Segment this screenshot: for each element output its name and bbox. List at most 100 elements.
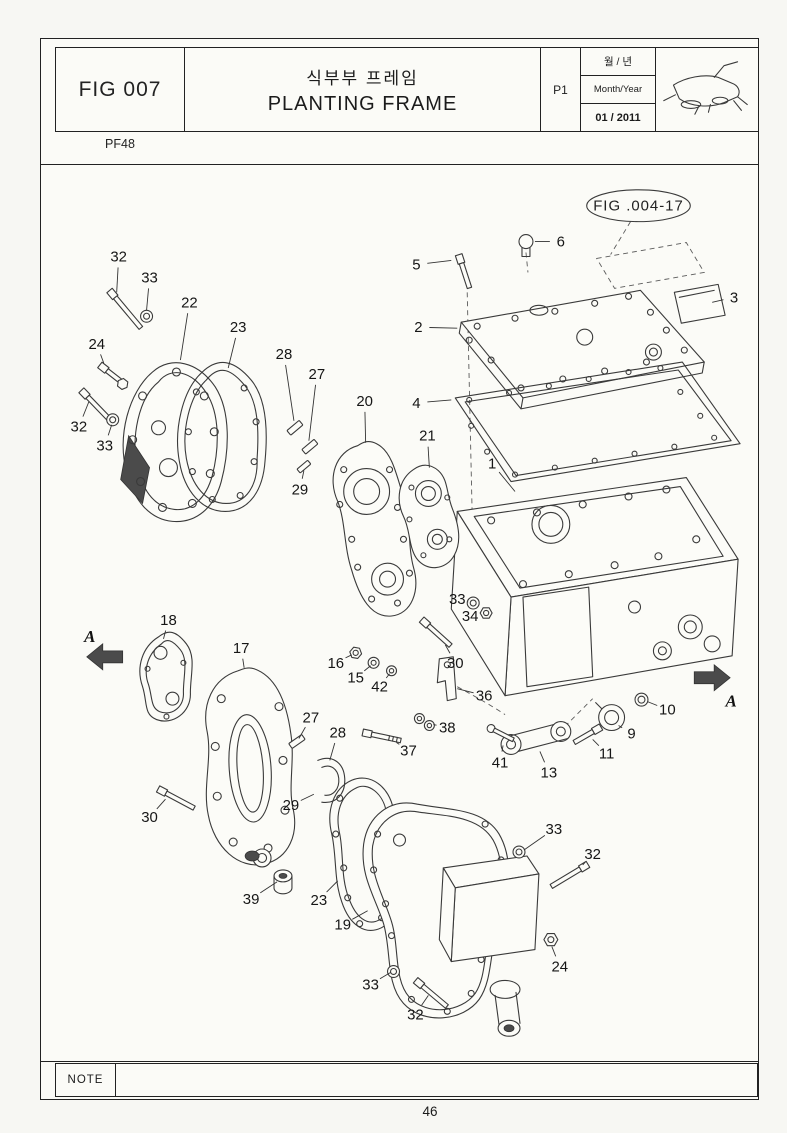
part-nut-16 [349,646,363,659]
machine-thumbnail-sketch [663,61,748,115]
part-gasket-top [454,361,741,483]
part-callout-6: 6 [557,234,565,251]
part-washer-33-topleft [140,309,154,323]
part-callout-28: 28 [329,724,346,741]
date-label-english: Month/Year [581,76,655,104]
part-washer-15 [367,656,380,669]
part-chain-case [332,440,417,617]
part-gasket-side [177,361,267,512]
date-box: 월 / 년 Month/Year 01 / 2011 [580,47,656,132]
part-bolt-30-lower [155,785,196,811]
page-title-korean: 식부부 프레임 [306,68,419,88]
page-title-english: PLANTING FRAME [267,92,458,115]
fig-ref-bubble: FIG .004-17 [586,189,691,223]
callout-leader-37 [396,742,400,745]
callout-leader-1 [498,471,516,492]
callout-leader-20 [364,411,367,443]
part-callout-33: 33 [546,821,563,838]
callout-leader-9 [618,725,623,729]
part-callout-33: 33 [141,269,158,286]
part-callout-39: 39 [243,891,260,908]
part-bolt-37 [361,728,402,744]
part-gasket-18 [139,631,193,722]
section-arrow-left [86,643,124,671]
callout-leader-32 [421,995,429,1006]
part-callout-34: 34 [462,608,479,625]
callout-leader-19 [352,910,368,920]
callout-leader-27 [298,726,306,739]
part-plug [518,234,534,258]
date-value: 01 / 2011 [595,111,641,124]
part-callout-38: 38 [439,719,456,736]
part-callout-23: 23 [230,319,247,336]
callout-leader-32 [116,267,119,293]
part-washer-33-center [466,596,480,610]
callout-leader-15 [363,665,371,672]
part-callout-37: 37 [400,742,417,759]
part-washer-33-bottom [387,964,401,979]
part-callout-24: 24 [552,958,569,975]
note-strip: NOTE [55,1063,758,1097]
part-callout-29: 29 [283,797,300,814]
view-label-a-right: A [724,692,736,711]
part-callout-5: 5 [412,256,420,273]
callout-leader-24 [100,354,105,364]
part-callout-41: 41 [492,754,509,771]
part-name-plate [673,283,726,324]
part-callout-15: 15 [347,670,364,687]
exploded-parts-drawing: FIG .004-17 [71,189,741,1037]
callout-leader-23 [227,337,237,369]
part-bolt-5 [454,253,473,290]
title-box: 식부부 프레임 PLANTING FRAME [184,47,541,132]
callout-leader-17 [242,658,245,668]
callout-leader-10 [647,701,658,706]
part-callout-23: 23 [311,892,328,909]
part-bearing-39 [273,869,293,895]
part-side-cover [120,362,228,522]
part-bracket-36 [436,656,457,702]
callout-leader-39 [260,881,278,894]
part-callout-1: 1 [488,456,496,473]
part-spring-pin-29 [296,460,311,474]
part-callout-10: 10 [659,702,676,719]
part-callout-36: 36 [476,688,493,705]
part-bolt-32-right [549,860,591,889]
callout-leader-30 [444,644,451,654]
callout-leader-3 [712,299,724,303]
part-plate-21 [398,464,460,569]
callout-leader-27 [308,384,316,441]
part-callout-3: 3 [730,289,738,306]
part-ring-10 [634,692,649,707]
callout-leader-33 [146,288,149,311]
callout-leader-24 [551,946,557,957]
note-label: NOTE [56,1064,116,1096]
note-content-empty [116,1064,757,1096]
callout-leader-33 [107,424,113,436]
part-bolt-32-topleft [106,287,144,330]
part-bolt-30-mid [418,616,453,648]
part-washer-42 [386,665,398,677]
part-spring-pin-27 [301,439,319,455]
part-callout-16: 16 [327,655,344,672]
callout-leader-18 [163,630,167,640]
part-pin-41 [486,723,515,743]
part-plug-24-lower [543,933,559,947]
figure-number: FIG 007 [78,77,162,101]
callout-leader-21 [427,446,430,468]
part-callout-18: 18 [160,612,177,629]
date-label-korean: 월 / 년 [581,48,655,76]
callout-leader-28 [285,364,295,421]
callout-leader-29 [300,793,315,801]
part-callout-22: 22 [181,294,198,311]
part-bottom-cover [362,802,540,1037]
callout-leader-32 [582,861,586,866]
callout-layer: 3233222324282720215623432332911817161542… [71,234,739,1024]
part-callout-30: 30 [447,655,464,672]
callout-leader-33 [523,834,546,851]
part-callout-9: 9 [627,725,635,742]
page-code-box: P1 [540,47,581,132]
callout-leader-11 [592,739,600,746]
view-label-a-left: A [83,627,95,646]
part-callout-32: 32 [407,1006,424,1023]
callout-leader-13 [539,751,546,763]
